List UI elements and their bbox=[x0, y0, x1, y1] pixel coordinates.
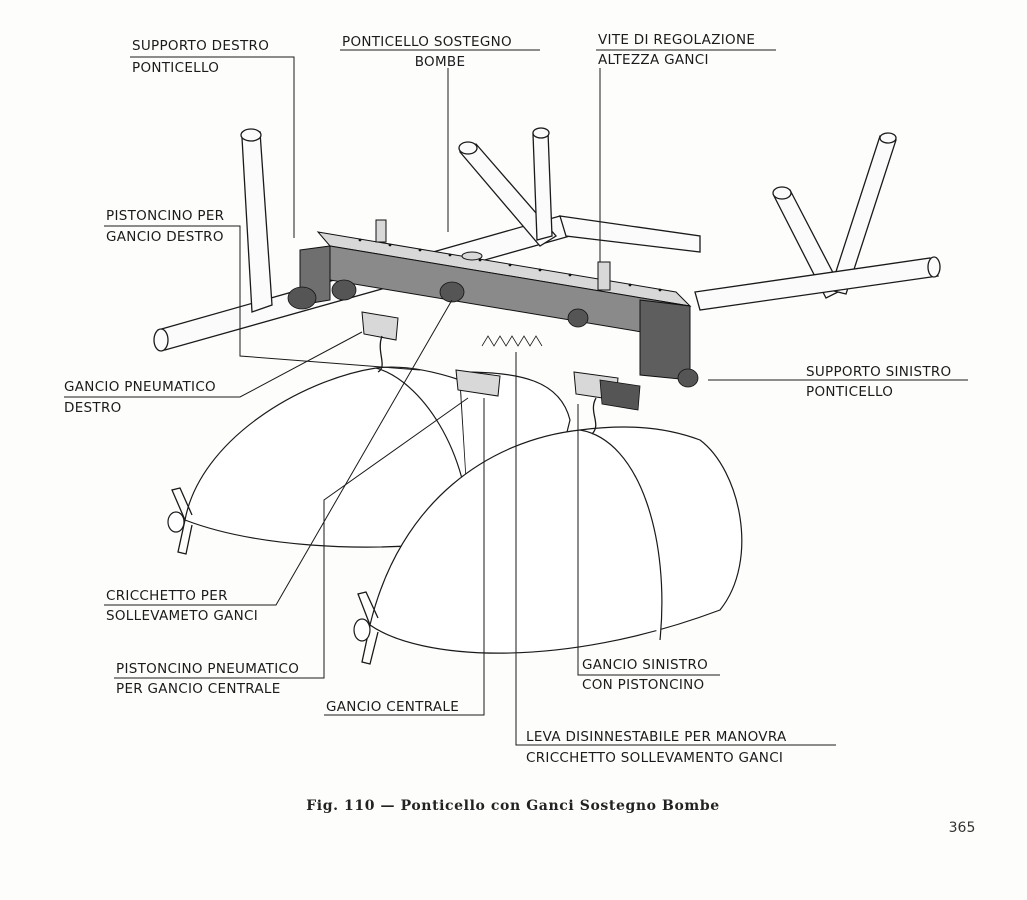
label-gancio-sinistro-2: CON PISTONCINO bbox=[582, 677, 704, 693]
pneumatic-cylinders bbox=[287, 279, 699, 388]
label-gancio-pneumatico-destro-2: DESTRO bbox=[64, 400, 122, 416]
label-gancio-sinistro-1: GANCIO SINISTRO bbox=[582, 657, 708, 673]
bomb-right bbox=[353, 426, 743, 665]
hooks bbox=[361, 311, 641, 435]
label-pistoncino-centrale-1: PISTONCINO PNEUMATICO bbox=[116, 661, 299, 677]
labels: SUPPORTO DESTRO PONTICELLO PONTICELLO SO… bbox=[64, 32, 951, 766]
page-number: 365 bbox=[949, 820, 976, 836]
label-leva-1: LEVA DISINNESTABILE PER MANOVRA bbox=[526, 729, 787, 745]
label-pistoncino-destro-2: GANCIO DESTRO bbox=[106, 229, 224, 245]
label-vite-regolazione-1: VITE DI REGOLAZIONE bbox=[598, 32, 755, 48]
label-supporto-sinistro-2: PONTICELLO bbox=[806, 384, 893, 400]
leader-lines bbox=[64, 49, 968, 746]
label-pistoncino-centrale-2: PER GANCIO CENTRALE bbox=[116, 681, 281, 697]
label-supporto-sinistro-1: SUPPORTO SINISTRO bbox=[806, 364, 951, 380]
label-gancio-pneumatico-destro-1: GANCIO PNEUMATICO bbox=[64, 379, 216, 395]
label-pistoncino-destro-1: PISTONCINO PER bbox=[106, 208, 224, 224]
label-ponticello-sostegno-1: PONTICELLO SOSTEGNO bbox=[342, 34, 512, 50]
label-gancio-centrale: GANCIO CENTRALE bbox=[326, 699, 459, 715]
label-cricchetto-2: SOLLEVAMETO GANCI bbox=[106, 608, 258, 624]
label-supporto-destro-1: SUPPORTO DESTRO bbox=[132, 38, 269, 54]
label-supporto-destro-2: PONTICELLO bbox=[132, 60, 219, 76]
label-leva-2: CRICCHETTO SOLLEVAMENTO GANCI bbox=[526, 750, 783, 766]
label-ponticello-sostegno-2: BOMBE bbox=[415, 54, 466, 70]
figure-caption: Fig. 110 — Ponticello con Ganci Sostegno… bbox=[306, 798, 720, 814]
label-cricchetto-1: CRICCHETTO PER bbox=[106, 588, 228, 604]
bridge-beam bbox=[287, 219, 699, 435]
label-vite-regolazione-2: ALTEZZA GANCI bbox=[598, 52, 709, 68]
airframe-tubes bbox=[153, 127, 941, 352]
